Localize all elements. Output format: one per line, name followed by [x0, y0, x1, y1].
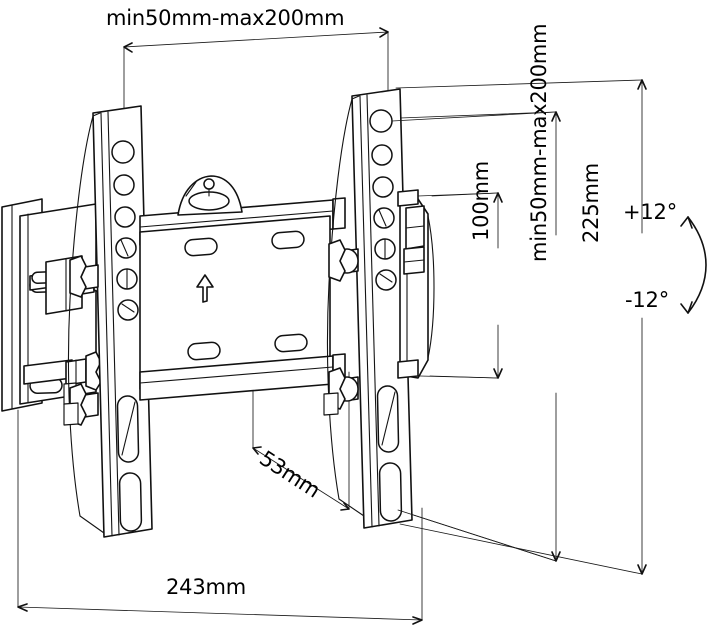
- right-vertical-rail: [326, 88, 413, 529]
- leader-lines: [391, 111, 557, 562]
- left-vertical-rail: [67, 105, 153, 538]
- orientation-up-arrow-icon: [196, 274, 214, 303]
- right-upper-wing-nut[interactable]: [328, 239, 359, 282]
- wall-mount-bracket: [1, 88, 435, 538]
- dimension-overall-width: [17, 409, 423, 625]
- tilt-down-label: -12°: [625, 288, 669, 312]
- left-lower-tab: [63, 402, 79, 426]
- dimension-overall-width-label: 243mm: [166, 575, 246, 599]
- bubble-level: [177, 175, 243, 216]
- left-lower-adjustment-knob[interactable]: [23, 351, 102, 406]
- right-tilt-clamp: [397, 189, 435, 379]
- dimension-overall-height-label: 225mm: [579, 163, 603, 243]
- dimension-top-horizontal-label: min50mm-max200mm: [106, 6, 344, 30]
- right-lower-tab: [323, 392, 339, 416]
- center-wall-plate: [139, 215, 331, 390]
- left-upper-wing-nut[interactable]: [69, 255, 99, 298]
- dimension-inner-vertical-label: 100mm: [469, 161, 493, 241]
- tilt-up-label: +12°: [623, 200, 677, 224]
- tilt-indicator: [680, 216, 707, 314]
- dimension-outer-vertical-label: min50mm-max200mm: [527, 24, 551, 262]
- dimension-top-horizontal: [123, 27, 389, 121]
